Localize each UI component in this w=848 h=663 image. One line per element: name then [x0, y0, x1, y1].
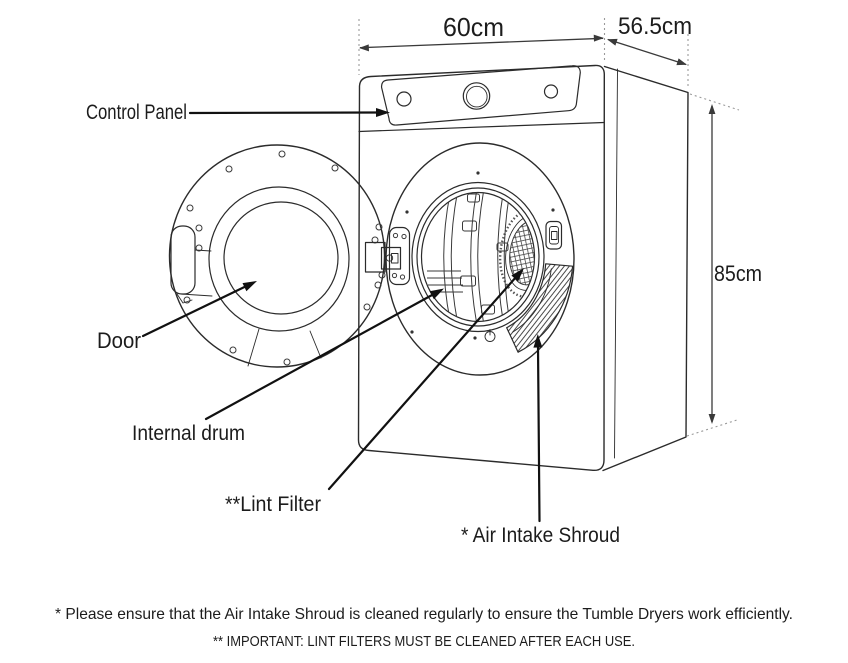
door-rim-seam-1	[247, 328, 260, 367]
right-button-icon	[543, 84, 559, 99]
dryer-body	[357, 64, 689, 472]
hinge-screws	[391, 232, 407, 280]
opening-ring-outer	[411, 181, 545, 333]
callout-internal-drum: Internal drum	[132, 288, 444, 445]
face-dots	[405, 171, 555, 340]
door-rim-seam-2	[309, 330, 322, 359]
dimension-width: 60cm	[358, 12, 606, 75]
side-panel-outline	[602, 65, 689, 472]
drum-ribs	[443, 192, 510, 322]
leader-arrowhead	[376, 108, 390, 117]
width-dimension-value: 60cm	[443, 12, 504, 42]
hinge-bracket	[364, 241, 386, 273]
width-dimension-line	[359, 37, 604, 49]
leader-line	[204, 293, 435, 421]
program-knob-icon	[462, 82, 491, 110]
shroud-grille	[506, 263, 574, 353]
vent-ring	[498, 208, 535, 298]
footnote-air-intake: * Please ensure that the Air Intake Shro…	[55, 606, 793, 623]
hinge-plate	[388, 226, 411, 286]
hinge-latch-hook	[391, 253, 399, 264]
callout-air-intake-shroud: * Air Intake Shroud	[461, 334, 620, 547]
door-glass-ring	[208, 186, 350, 332]
front-panel-outline	[357, 64, 605, 472]
lint-filter-label: **Lint Filter	[225, 493, 321, 516]
control-panel-outline	[380, 65, 581, 126]
leader-arrowhead	[511, 268, 524, 282]
internal-drum	[427, 192, 535, 322]
leader-line	[536, 344, 541, 523]
callout-control-panel: Control Panel	[86, 101, 390, 124]
control-panel	[380, 65, 581, 126]
door-open	[168, 144, 386, 368]
face-outer-circle	[385, 142, 575, 376]
internal-drum-label: Internal drum	[132, 422, 245, 445]
door-label: Door	[97, 328, 141, 353]
door-rim-screws	[183, 150, 386, 366]
left-button-icon	[396, 91, 412, 107]
door-handle-foot	[176, 293, 193, 304]
panel-band-line	[358, 121, 605, 133]
door-rim-line-bottom	[180, 293, 213, 297]
leader-line	[327, 275, 518, 491]
program-knob-inner	[466, 85, 488, 108]
door-catch	[545, 220, 563, 250]
drum-paddles	[460, 193, 509, 315]
door-hinge	[364, 226, 411, 286]
depth-dimension-line	[607, 38, 687, 66]
leader-arrowhead	[533, 334, 543, 348]
opening-ring-mid	[416, 187, 540, 327]
extension-line	[689, 93, 740, 111]
dimension-height: 85cm	[686, 93, 762, 437]
drum-opening	[385, 142, 575, 376]
hinge-latch-box	[380, 246, 402, 270]
arrowhead-right	[593, 34, 604, 42]
door-rim-line-top	[194, 249, 212, 252]
arrowhead-top	[708, 104, 716, 114]
door-outer-ring	[168, 144, 386, 368]
door-handle	[170, 225, 196, 295]
corner-crease	[614, 68, 618, 459]
air-intake-shroud-label: * Air Intake Shroud	[461, 524, 620, 547]
footnote-lint-filter: ** IMPORTANT: LINT FILTERS MUST BE CLEAN…	[213, 633, 635, 650]
arrowhead-left	[607, 38, 618, 46]
leader-line	[141, 284, 248, 338]
leader-line	[188, 111, 380, 115]
height-dimension-value: 85cm	[714, 261, 762, 286]
arrowhead-right	[676, 58, 687, 66]
leader-arrowhead	[242, 281, 257, 292]
arrowhead-left	[359, 44, 369, 52]
dimension-depth: 56.5cm	[607, 13, 692, 89]
door-glass-inner	[223, 201, 339, 315]
callout-lint-filter: **Lint Filter	[225, 268, 524, 516]
footnotes: * Please ensure that the Air Intake Shro…	[55, 606, 793, 650]
callout-door: Door	[97, 281, 257, 353]
arrowhead-bottom	[708, 414, 716, 424]
control-panel-label: Control Panel	[86, 101, 187, 124]
air-intake-shroud	[506, 263, 574, 353]
depth-dimension-value: 56.5cm	[618, 13, 692, 40]
power-symbol-icon	[484, 329, 496, 342]
extension-line	[686, 419, 738, 437]
shroud-inner-line	[512, 268, 552, 333]
leader-arrowhead	[429, 288, 444, 300]
